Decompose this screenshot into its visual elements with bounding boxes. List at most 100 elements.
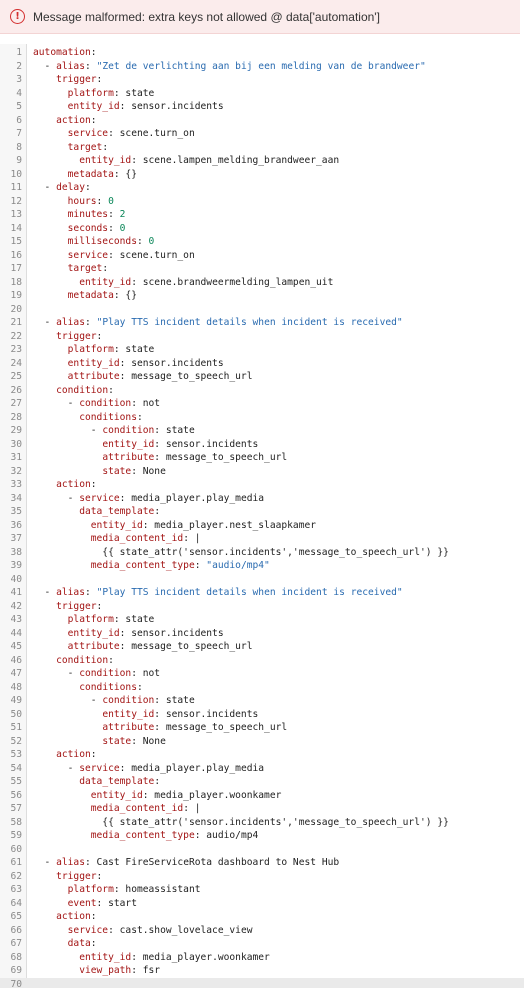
- code-line[interactable]: 24 entity_id: sensor.incidents: [0, 357, 524, 371]
- code-line[interactable]: 14 seconds: 0: [0, 222, 524, 236]
- yaml-text: [33, 911, 56, 922]
- code-line[interactable]: 8 target:: [0, 141, 524, 155]
- code-line[interactable]: 45 attribute: message_to_speech_url: [0, 640, 524, 654]
- code-line[interactable]: 23 platform: state: [0, 343, 524, 357]
- code-line[interactable]: 31 attribute: message_to_speech_url: [0, 451, 524, 465]
- line-number: 23: [10, 344, 22, 355]
- code-line[interactable]: 49 - condition: state: [0, 694, 524, 708]
- code-line[interactable]: 30 entity_id: sensor.incidents: [0, 438, 524, 452]
- code-line[interactable]: 12 hours: 0: [0, 195, 524, 209]
- code-line[interactable]: 11 - delay:: [0, 181, 524, 195]
- code-line[interactable]: 66 service: cast.show_lovelace_view: [0, 924, 524, 938]
- code-line[interactable]: 18 entity_id: scene.brandweermelding_lam…: [0, 276, 524, 290]
- code-line[interactable]: 65 action:: [0, 910, 524, 924]
- code-line[interactable]: 53 action:: [0, 748, 524, 762]
- code-line[interactable]: 51 attribute: message_to_speech_url: [0, 721, 524, 735]
- code-line[interactable]: 20: [0, 303, 524, 317]
- yaml-key: platform: [67, 344, 114, 355]
- code-line[interactable]: 64 event: start: [0, 897, 524, 911]
- code-line[interactable]: 44 entity_id: sensor.incidents: [0, 627, 524, 641]
- code-line[interactable]: 59 media_content_type: audio/mp4: [0, 829, 524, 843]
- code-line[interactable]: 7 service: scene.turn_on: [0, 127, 524, 141]
- yaml-text: : media_player.nest_slaapkamer: [142, 519, 317, 531]
- yaml-text: : sensor.incidents: [119, 357, 224, 369]
- code-line[interactable]: 61 - alias: Cast FireServiceRota dashboa…: [0, 856, 524, 870]
- yaml-text: : media_player.play_media: [119, 762, 265, 774]
- code-line[interactable]: 70: [0, 977, 524, 988]
- code-line[interactable]: 19 metadata: {}: [0, 289, 524, 303]
- line-code: media_content_type: audio/mp4: [33, 829, 259, 843]
- yaml-text: -: [33, 425, 103, 436]
- code-line[interactable]: 29 - condition: state: [0, 424, 524, 438]
- line-number: 53: [10, 749, 22, 760]
- code-line[interactable]: 54 - service: media_player.play_media: [0, 762, 524, 776]
- yaml-string: "Play TTS incident details when incident…: [96, 317, 403, 328]
- code-line[interactable]: 52 state: None: [0, 735, 524, 749]
- yaml-text: :: [90, 479, 97, 490]
- yaml-key: condition: [79, 398, 132, 409]
- yaml-key: media_content_id: [90, 803, 184, 814]
- yaml-text: :: [85, 587, 97, 598]
- code-line[interactable]: 9 entity_id: scene.lampen_melding_brandw…: [0, 154, 524, 168]
- yaml-text: [33, 884, 68, 895]
- code-line[interactable]: 68 entity_id: media_player.woonkamer: [0, 951, 524, 965]
- code-line[interactable]: 58 {{ state_attr('sensor.incidents','mes…: [0, 816, 524, 830]
- code-line[interactable]: 62 trigger:: [0, 870, 524, 884]
- code-line[interactable]: 6 action:: [0, 114, 524, 128]
- code-line[interactable]: 21 - alias: "Play TTS incident details w…: [0, 316, 524, 330]
- code-line[interactable]: 46 condition:: [0, 654, 524, 668]
- code-line[interactable]: 42 trigger:: [0, 600, 524, 614]
- line-code: condition:: [33, 384, 114, 398]
- line-number: 69: [10, 965, 22, 976]
- code-line[interactable]: 17 target:: [0, 262, 524, 276]
- code-line[interactable]: 34 - service: media_player.play_media: [0, 492, 524, 506]
- yaml-text: [33, 385, 56, 396]
- code-line[interactable]: 28 conditions:: [0, 411, 524, 425]
- yaml-text: [33, 655, 56, 666]
- code-line[interactable]: 16 service: scene.turn_on: [0, 249, 524, 263]
- code-line[interactable]: 39 media_content_type: "audio/mp4": [0, 559, 524, 573]
- code-line[interactable]: 10 metadata: {}: [0, 168, 524, 182]
- code-line[interactable]: 26 condition:: [0, 384, 524, 398]
- code-line[interactable]: 37 media_content_id: |: [0, 532, 524, 546]
- line-number: 46: [10, 654, 22, 666]
- code-line[interactable]: 60: [0, 843, 524, 857]
- code-line[interactable]: 63 platform: homeassistant: [0, 883, 524, 897]
- code-line[interactable]: 2 - alias: "Zet de verlichting aan bij e…: [0, 60, 524, 74]
- code-line[interactable]: 25 attribute: message_to_speech_url: [0, 370, 524, 384]
- code-line[interactable]: 56 entity_id: media_player.woonkamer: [0, 789, 524, 803]
- code-line[interactable]: 15 milliseconds: 0: [0, 235, 524, 249]
- code-line[interactable]: 43 platform: state: [0, 613, 524, 627]
- code-line[interactable]: 27 - condition: not: [0, 397, 524, 411]
- code-line[interactable]: 40: [0, 573, 524, 587]
- code-line[interactable]: 22 trigger:: [0, 330, 524, 344]
- code-line[interactable]: 55 data_template:: [0, 775, 524, 789]
- code-line[interactable]: 57 media_content_id: |: [0, 802, 524, 816]
- code-line[interactable]: 13 minutes: 2: [0, 208, 524, 222]
- code-line[interactable]: 5 entity_id: sensor.incidents: [0, 100, 524, 114]
- code-line[interactable]: 47 - condition: not: [0, 667, 524, 681]
- line-code: - delay:: [33, 181, 91, 195]
- yaml-text: {{ state_attr('sensor.incidents','messag…: [33, 816, 449, 828]
- code-line[interactable]: 32 state: None: [0, 465, 524, 479]
- line-number: 9: [16, 155, 22, 166]
- code-line[interactable]: 33 action:: [0, 478, 524, 492]
- code-line[interactable]: 41 - alias: "Play TTS incident details w…: [0, 586, 524, 600]
- code-line[interactable]: 48 conditions:: [0, 681, 524, 695]
- line-number: 56: [10, 789, 22, 801]
- line-code: trigger:: [33, 330, 102, 344]
- code-line[interactable]: 38 {{ state_attr('sensor.incidents','mes…: [0, 546, 524, 560]
- line-number: 65: [10, 911, 22, 922]
- code-line[interactable]: 50 entity_id: sensor.incidents: [0, 708, 524, 722]
- code-line[interactable]: 67 data:: [0, 937, 524, 951]
- code-line[interactable]: 35 data_template:: [0, 505, 524, 519]
- yaml-text: : message_to_speech_url: [119, 371, 253, 382]
- code-line[interactable]: 69 view_path: fsr: [0, 964, 524, 978]
- code-line[interactable]: 3 trigger:: [0, 73, 524, 87]
- code-line[interactable]: 36 entity_id: media_player.nest_slaapkam…: [0, 519, 524, 533]
- code-line[interactable]: 4 platform: state: [0, 87, 524, 101]
- yaml-text: : state: [113, 614, 155, 625]
